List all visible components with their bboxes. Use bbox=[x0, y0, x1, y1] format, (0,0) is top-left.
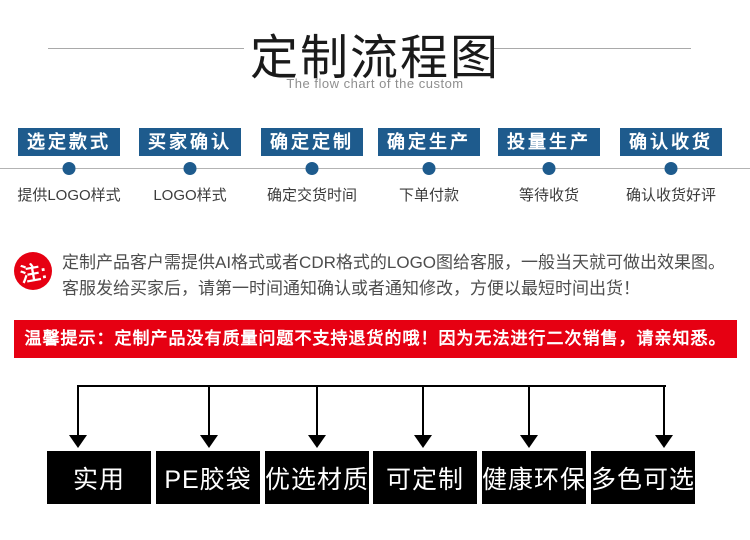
down-arrow-icon bbox=[308, 385, 326, 448]
step-box-3: 确定定制 bbox=[261, 128, 363, 156]
title-rule-left bbox=[48, 48, 244, 49]
timeline-dot-icon bbox=[305, 162, 319, 175]
down-arrow-icon bbox=[655, 385, 673, 448]
timeline-dot-icon bbox=[62, 162, 76, 175]
down-arrow-icon bbox=[520, 385, 538, 448]
step-sublabel-5: 等待收货 bbox=[518, 187, 579, 204]
timeline-dot-icon bbox=[422, 162, 436, 175]
feature-box-2: PE胶袋 bbox=[156, 451, 260, 504]
page-title: 定制流程图 bbox=[249, 32, 500, 85]
note-text: 定制产品客户需提供AI格式或者CDR格式的LOGO图给客服，一般当天就可做出效果… bbox=[62, 250, 742, 302]
down-arrow-icon bbox=[200, 385, 218, 448]
title-rule-right bbox=[494, 48, 691, 49]
down-arrow-icon bbox=[414, 385, 432, 448]
feature-box-1: 实用 bbox=[47, 451, 151, 504]
step-sublabel-2: LOGO样式 bbox=[153, 187, 227, 204]
step-box-4: 确定生产 bbox=[378, 128, 480, 156]
step-sublabel-3: 确定交货时间 bbox=[266, 187, 357, 204]
timeline-dot-icon bbox=[664, 162, 678, 175]
timeline-dot-icon bbox=[183, 162, 197, 175]
step-sublabel-4: 下单付款 bbox=[398, 187, 459, 204]
step-sublabel-1: 提供LOGO样式 bbox=[17, 187, 121, 204]
step-box-6: 确认收货 bbox=[620, 128, 722, 156]
note-badge-label: 注: bbox=[18, 260, 49, 287]
feature-box-6: 多色可选 bbox=[591, 451, 695, 504]
feature-box-5: 健康环保 bbox=[482, 451, 586, 504]
step-box-2: 买家确认 bbox=[139, 128, 241, 156]
feature-box-4: 可定制 bbox=[373, 451, 477, 504]
timeline-dot-icon bbox=[542, 162, 556, 175]
step-sublabel-6: 确认收货好评 bbox=[625, 187, 716, 204]
arrow-connector-line bbox=[78, 385, 666, 387]
page-subtitle: The flow chart of the custom bbox=[286, 76, 464, 91]
down-arrow-icon bbox=[69, 385, 87, 448]
note-badge: 注: bbox=[14, 252, 52, 290]
timeline-rule bbox=[0, 168, 750, 169]
note-line-2: 客服发给买家后，请第一时间通知确认或者通知修改，方便以最短时间出货！ bbox=[62, 279, 640, 298]
step-box-1: 选定款式 bbox=[18, 128, 120, 156]
warning-banner: 温馨提示：定制产品没有质量问题不支持退货的哦！因为无法进行二次销售，请亲知悉。 bbox=[14, 320, 737, 358]
feature-box-3: 优选材质 bbox=[265, 451, 369, 504]
step-box-5: 投量生产 bbox=[498, 128, 600, 156]
note-line-1: 定制产品客户需提供AI格式或者CDR格式的LOGO图给客服，一般当天就可做出效果… bbox=[62, 253, 726, 272]
